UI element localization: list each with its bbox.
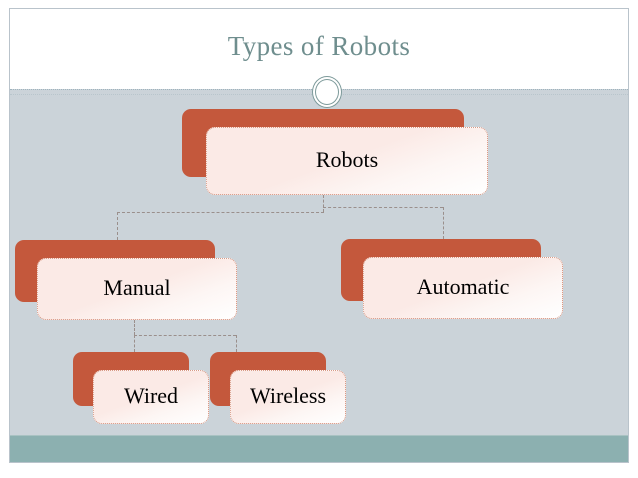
node-label: Manual <box>103 275 171 300</box>
connector-manual-children-horizontal <box>134 335 236 336</box>
node-label: Automatic <box>416 274 510 299</box>
node-robots[interactable]: Robots <box>182 109 488 195</box>
page-title: Types of Robots <box>227 31 411 61</box>
title-band: Types of Robots <box>10 9 628 89</box>
node-body: Manual <box>37 258 237 320</box>
circle-inner-ring-icon <box>315 79 339 105</box>
node-wireless[interactable]: Wireless <box>210 352 346 424</box>
connector-manual-drop <box>117 212 118 240</box>
node-label: Wireless <box>249 383 327 408</box>
connector-automatic-drop <box>443 207 444 239</box>
connector-robots-to-automatic-horizontal <box>323 207 443 208</box>
node-wired[interactable]: Wired <box>73 352 209 424</box>
connector-wireless-drop <box>236 335 237 352</box>
node-label: Robots <box>315 147 379 172</box>
node-manual[interactable]: Manual <box>15 240 237 320</box>
node-body: Wireless <box>230 370 346 424</box>
slide-canvas: Types of Robots Robots Manual <box>9 8 629 463</box>
circle-ornament-icon <box>312 76 342 108</box>
node-body: Automatic <box>363 257 563 319</box>
node-automatic[interactable]: Automatic <box>341 239 563 319</box>
connector-robots-stem <box>323 195 324 212</box>
connector-robots-to-manual-horizontal <box>117 212 324 213</box>
bottom-accent-bar <box>10 435 628 462</box>
node-body: Robots <box>206 127 488 195</box>
node-body: Wired <box>93 370 209 424</box>
connector-manual-stem <box>134 320 135 335</box>
node-label: Wired <box>123 383 179 408</box>
connector-wired-drop <box>134 335 135 352</box>
